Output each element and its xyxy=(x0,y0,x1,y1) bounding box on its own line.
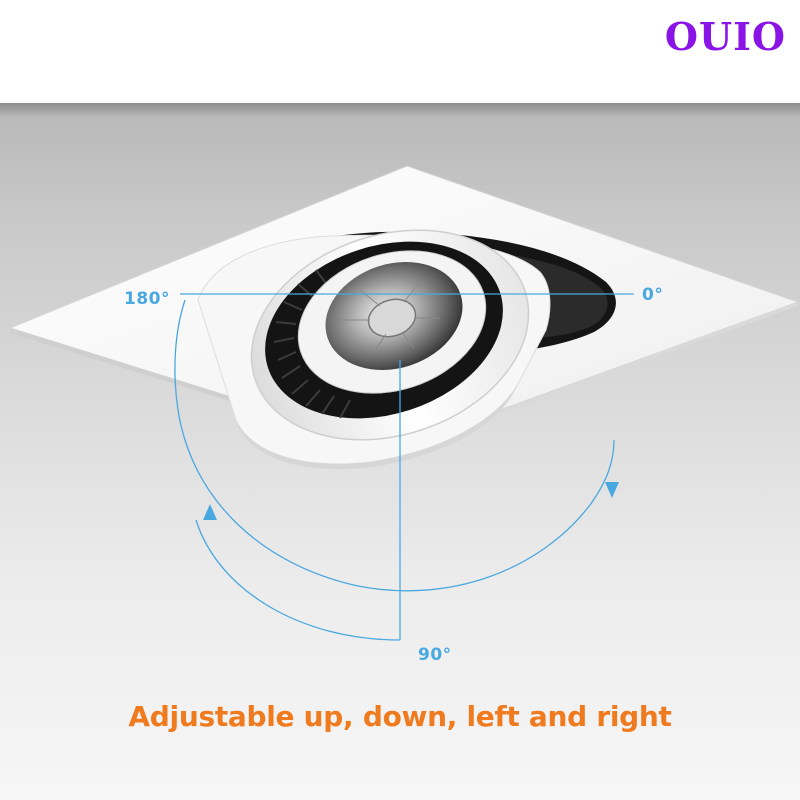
label-90: 90° xyxy=(418,645,452,665)
label-0: 0° xyxy=(642,285,663,305)
brand-logo: OUIO xyxy=(664,14,786,59)
rotation-arc-upper xyxy=(195,519,401,641)
reflector-facets xyxy=(340,281,440,353)
rotation-arc xyxy=(174,299,615,592)
arrowheads xyxy=(203,482,619,520)
top-band: OUIO xyxy=(0,0,800,103)
arrowhead-up-icon xyxy=(203,504,217,520)
label-180: 180° xyxy=(124,289,170,309)
lamp-core xyxy=(367,298,417,338)
caption: Adjustable up, down, left and right xyxy=(128,700,672,733)
rotation-guide xyxy=(174,293,634,641)
arrowhead-down-icon xyxy=(605,482,619,498)
